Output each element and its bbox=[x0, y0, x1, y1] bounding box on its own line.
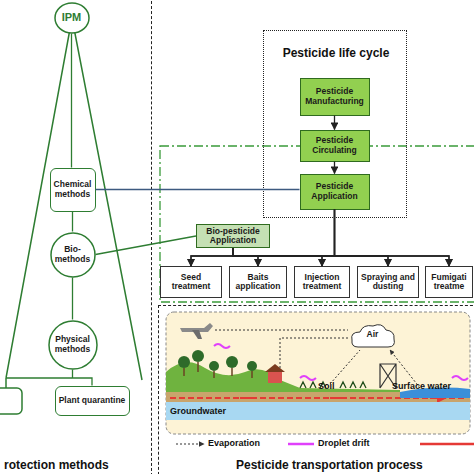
method-circle: Physical methods bbox=[48, 320, 98, 370]
connector bbox=[71, 34, 72, 168]
node-label: Seed treatment bbox=[161, 273, 221, 292]
connector bbox=[335, 210, 389, 267]
connector bbox=[334, 162, 335, 174]
node-label: Chemical methods bbox=[51, 180, 95, 199]
treatment-box: Injection treatment bbox=[294, 266, 350, 298]
cut-off-box bbox=[0, 388, 22, 414]
method-circle: Bio-methods bbox=[50, 232, 96, 278]
node-label: Pesticide Circulating bbox=[301, 136, 369, 155]
connector bbox=[191, 248, 233, 266]
connector bbox=[258, 210, 335, 267]
node-label: Fumigati treatme bbox=[426, 273, 472, 292]
connector bbox=[233, 248, 449, 266]
group-heading: rotection methods bbox=[3, 459, 110, 472]
node-label: Bio-methods bbox=[50, 245, 96, 264]
connector bbox=[233, 248, 258, 266]
treatment-box: Baits application bbox=[229, 266, 287, 298]
legend-text: Droplet drift bbox=[318, 438, 370, 448]
ipm-triangle bbox=[6, 18, 142, 388]
connector bbox=[96, 236, 197, 255]
connector bbox=[72, 212, 73, 232]
process-box: Pesticide Application bbox=[300, 174, 370, 210]
connector bbox=[191, 210, 335, 267]
node-label: Pesticide Manufacturing bbox=[301, 87, 369, 106]
connector bbox=[233, 248, 388, 266]
treatment-box: Spraying and dusting bbox=[357, 266, 419, 298]
process-box: Pesticide Circulating bbox=[300, 130, 370, 162]
connector bbox=[334, 116, 335, 130]
node-label: Injection treatment bbox=[295, 273, 349, 292]
process-box: Bio-pesticide Application bbox=[196, 224, 270, 248]
node-label: Physical methods bbox=[48, 335, 98, 354]
connector bbox=[72, 278, 73, 320]
node-label: IPM bbox=[61, 11, 83, 23]
region-label: Soil bbox=[318, 381, 335, 391]
node-label: Bio-pesticide Application bbox=[197, 227, 269, 246]
node-label: Air bbox=[366, 330, 380, 339]
group-box: rotection methods IPM Chemical methodsBio-… bbox=[0, 0, 152, 474]
group-heading: Pesticide transportation process bbox=[235, 459, 424, 472]
process-box: Pesticide Manufacturing bbox=[300, 78, 370, 116]
group-box: Pesticide life cyclePesticide Manufactur… bbox=[263, 30, 407, 218]
connector bbox=[233, 248, 322, 266]
legend-item: Droplet drift bbox=[318, 438, 370, 448]
application-group bbox=[160, 146, 474, 302]
treatment-box: Seed treatment bbox=[160, 266, 222, 298]
method-box: Plant quarantine bbox=[55, 386, 130, 416]
ipm-circle: IPM bbox=[54, 2, 90, 34]
method-box: Chemical methods bbox=[50, 168, 96, 212]
node-label: Plant quarantine bbox=[58, 396, 127, 405]
transport-illustration bbox=[166, 312, 470, 434]
group-heading: Pesticide life cycle bbox=[264, 47, 408, 60]
connector bbox=[73, 370, 93, 386]
region-label: Surface water bbox=[392, 381, 451, 391]
connector bbox=[322, 210, 335, 267]
treatment-box: Fumigati treatme bbox=[425, 266, 473, 298]
legend-text: Evaporation bbox=[208, 438, 260, 448]
node-label: Pesticide Application bbox=[301, 182, 369, 201]
air-cloud: Air bbox=[350, 322, 396, 349]
node-label: Spraying and dusting bbox=[358, 273, 418, 292]
region-label: Groundwater bbox=[170, 406, 226, 416]
connector bbox=[335, 210, 450, 267]
connector bbox=[96, 189, 300, 190]
node-label: Baits application bbox=[230, 273, 286, 292]
legend-item: Evaporation bbox=[208, 438, 260, 448]
